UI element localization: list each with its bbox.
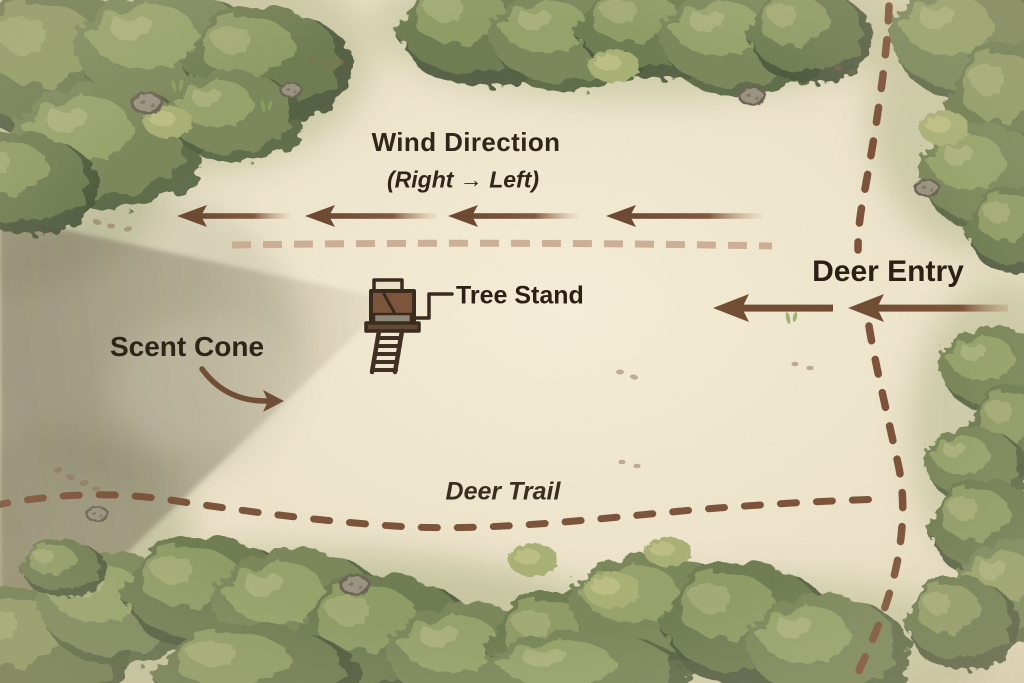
wind-direction-sublabel: (Right → Left) [386, 166, 540, 193]
deer-trail-label: Deer Trail [445, 477, 561, 506]
wind-direction-label: Wind Direction [371, 127, 561, 157]
tree-stand-label: Tree Stand [456, 281, 584, 310]
scent-cone-label: Scent Cone [109, 331, 265, 362]
deer-entry-label: Deer Entry [812, 255, 964, 288]
